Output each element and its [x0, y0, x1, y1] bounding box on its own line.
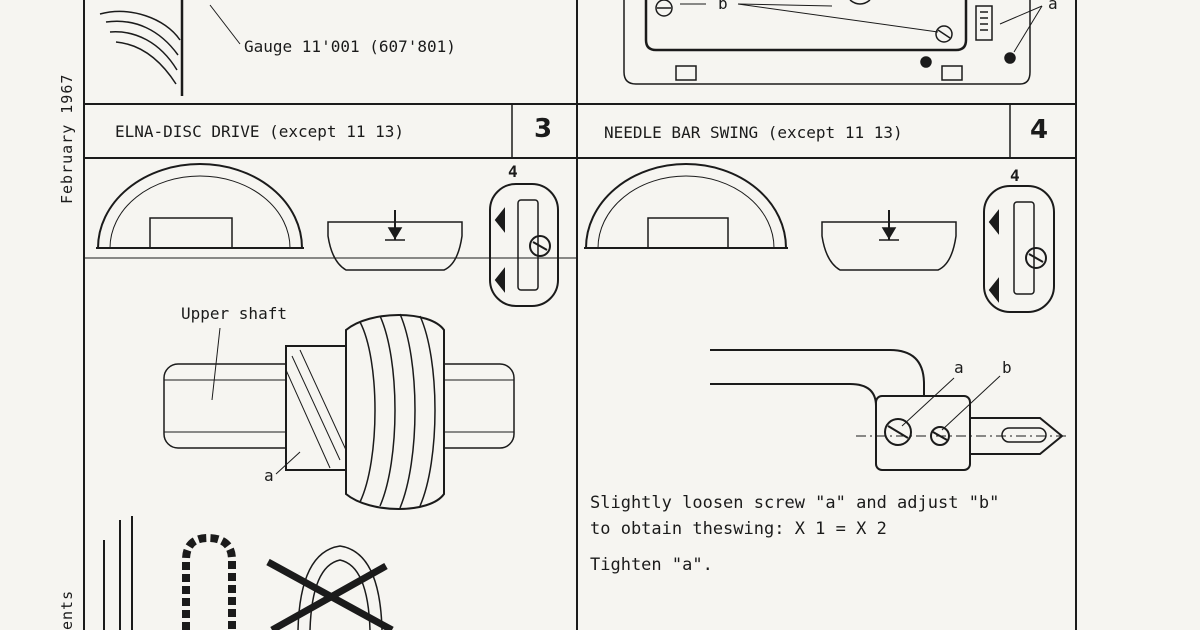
panel4-needle-bar-bracket: [710, 349, 1070, 471]
panel3-selector-knob: [489, 183, 559, 307]
panel3-dial-number: 4: [508, 162, 518, 181]
panel4-instruction-line3: Tighten "a".: [590, 555, 713, 575]
panel4-label-b: b: [1002, 358, 1012, 377]
gauge-drawing: [99, 0, 241, 96]
plate-label-b: b: [718, 0, 728, 13]
panel4-selector-knob: [983, 185, 1055, 313]
panel3-lower-details: [103, 516, 394, 630]
plate-drawing: [623, 0, 1043, 85]
panel4-disc-dial: [584, 163, 788, 249]
panel3-knob-indicator: [327, 210, 463, 271]
panel4-number: 4: [1030, 115, 1049, 145]
panel4-instruction-line2: to obtain theswing: X 1 = X 2: [590, 519, 887, 539]
panel3-number: 3: [534, 114, 553, 144]
panel4-label-a: a: [954, 358, 964, 377]
panel4-title: NEEDLE BAR SWING (except 11 13): [604, 123, 903, 142]
plate-label-a: a: [1048, 0, 1058, 13]
panel4-dial-number: 4: [1010, 166, 1020, 185]
gauge-label: Gauge 11'001 (607'801): [244, 37, 456, 56]
panel4-instruction-line1: Slightly loosen screw "a" and adjust "b": [590, 493, 1000, 513]
panel3-label-a: a: [264, 466, 274, 485]
panel-grid: [83, 0, 1077, 630]
panel4-knob-indicator: [821, 210, 957, 271]
panel3-disc-dial: [96, 163, 304, 249]
panel3-title: ELNA-DISC DRIVE (except 11 13): [115, 122, 404, 141]
panel3-shaft-label: Upper shaft: [181, 304, 287, 323]
panel3-upper-shaft-worm: [163, 313, 515, 510]
